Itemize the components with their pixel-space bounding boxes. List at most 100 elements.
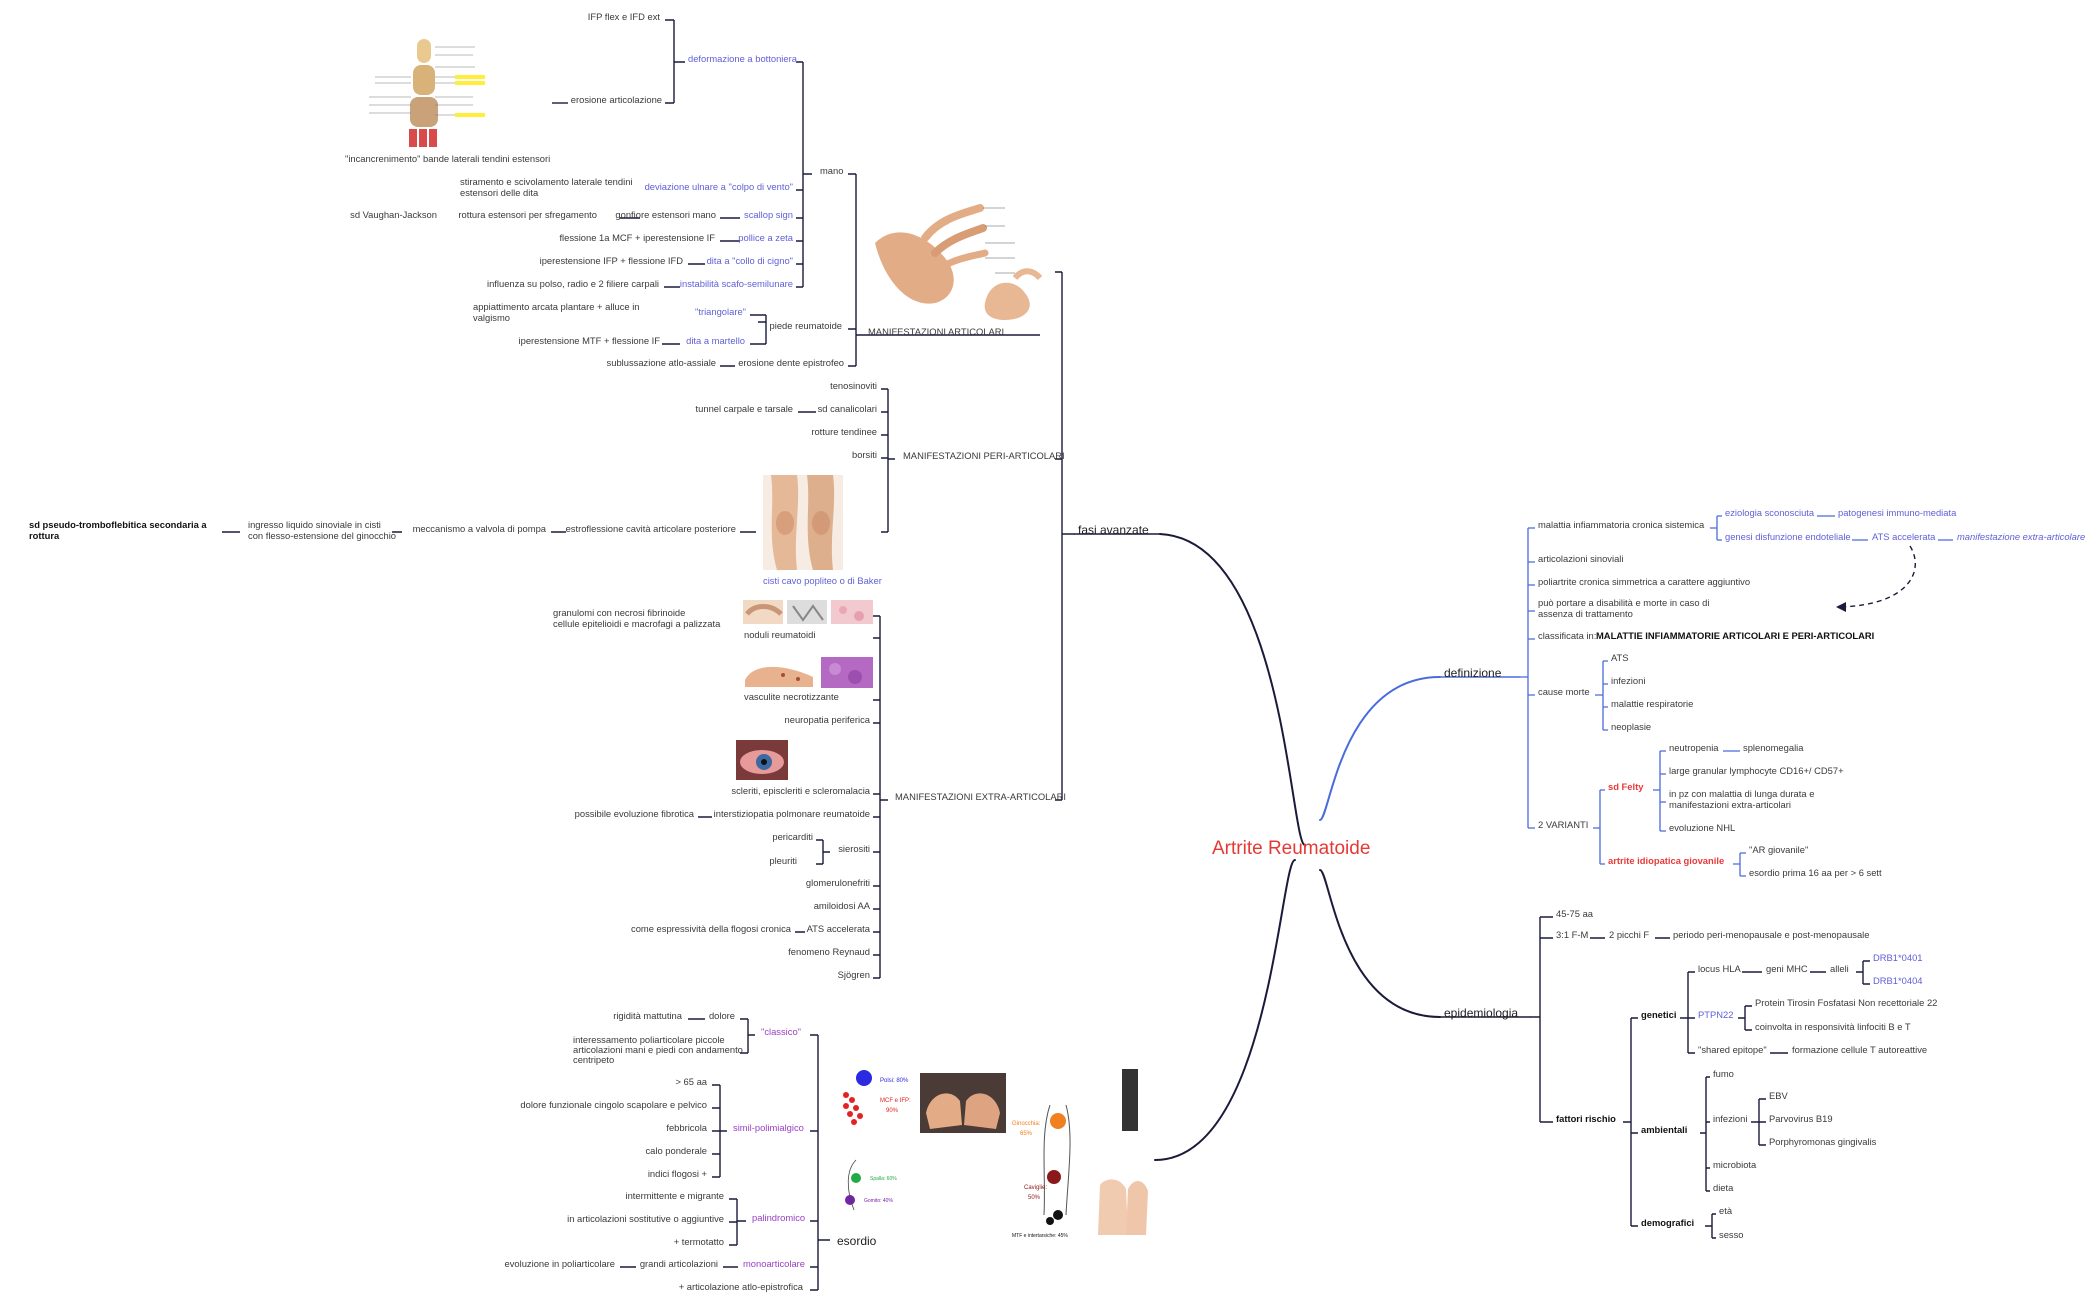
node-rigid[interactable]: rigidità mattutina [613,1010,683,1021]
node-ebv[interactable]: EBV [1769,1090,1789,1101]
node-interm[interactable]: intermittente e migrante [626,1190,724,1201]
node-mano[interactable]: mano [820,165,843,176]
node-eso[interactable]: esordio [837,1234,877,1248]
node-hla[interactable]: locus HLA [1698,963,1741,974]
node-age[interactable]: 45-75 aa [1556,908,1594,919]
node-drb1[interactable]: DRB1*0401 [1873,952,1923,963]
node-reyn[interactable]: fenomeno Reynaud [788,946,870,957]
node-fumo[interactable]: fumo [1713,1068,1734,1079]
node-mecc[interactable]: meccanismo a valvola di pompa [413,523,547,534]
node-sdcan[interactable]: sd canalicolari [818,403,877,414]
node-epi[interactable]: epidemiologia [1444,1006,1518,1020]
node-aig[interactable]: artrite idiopatica giovanile [1608,855,1724,866]
node-manex[interactable]: manifestazione extra-articolare [1957,531,2085,542]
node-dolore[interactable]: dolore [709,1010,735,1021]
node-glom[interactable]: glomerulonefriti [806,877,870,888]
node-appiat2[interactable]: valgismo [473,312,510,323]
node-erosd[interactable]: erosione dente epistrofeo [738,357,844,368]
node-gran1[interactable]: granulomi con necrosi fibrinoide [553,607,685,618]
node-evol[interactable]: possibile evoluzione fibrotica [575,808,695,819]
node-def[interactable]: definizione [1444,666,1502,680]
node-eros[interactable]: erosione articolazione [571,94,662,105]
node-inpz1[interactable]: in pz con malattia di lunga durata e [1669,788,1814,799]
node-fless[interactable]: flessione 1a MCF + iperestensione IF [559,232,715,243]
node-inter3[interactable]: centripeto [573,1054,614,1065]
node-dieta[interactable]: dieta [1713,1182,1734,1193]
node-porph[interactable]: Porphyromonas gingivalis [1769,1136,1877,1147]
node-febb[interactable]: febbricola [666,1122,707,1133]
node-estro[interactable]: estroflessione cavità articolare posteri… [566,523,736,534]
node-subl[interactable]: sublussazione atlo-assiale [607,357,716,368]
node-ipere[interactable]: iperestensione IFP + flessione IFD [540,255,684,266]
node-ingr1[interactable]: ingresso liquido sinoviale in cisti [248,519,381,530]
node-sesso[interactable]: sesso [1719,1229,1744,1240]
node-nhl[interactable]: evoluzione NHL [1669,822,1735,833]
node-calo[interactable]: calo ponderale [645,1145,707,1156]
node-indici[interactable]: indici flogosi + [648,1168,708,1179]
node-peric[interactable]: pericarditi [772,831,813,842]
node-picchi[interactable]: 2 picchi F [1609,929,1649,940]
node-gendis[interactable]: genesi disfunzione endoteliale [1725,531,1851,542]
node-devuln[interactable]: deviazione ulnare a "colpo di vento" [645,181,793,192]
node-fa[interactable]: fasi avanzate [1078,523,1149,537]
node-espr[interactable]: come espressività della flogosi cronica [631,923,792,934]
node-peri[interactable]: periodo peri-menopausale e post-menopaus… [1673,929,1869,940]
node-palin[interactable]: palindromico [752,1212,805,1223]
node-drb2[interactable]: DRB1*0404 [1873,975,1923,986]
node-gran2[interactable]: cellule epitelioidi e macrofagi a palizz… [553,618,721,629]
node-rottt[interactable]: rotture tendinee [811,426,877,437]
node-simil[interactable]: simil-polimialgico [733,1122,804,1133]
node-neutro[interactable]: neutropenia [1669,742,1719,753]
node-mpa[interactable]: MANIFESTAZIONI PERI-ARTICOLARI [903,450,1065,461]
node-eta[interactable]: età [1719,1205,1733,1216]
node-fatt[interactable]: fattori rischio [1556,1113,1616,1124]
node-instab[interactable]: instabilità scafo-semilunare [680,278,793,289]
node-cinf[interactable]: infezioni [1611,675,1645,686]
node-poliart[interactable]: poliartrite cronica simmetrica a caratte… [1538,576,1750,587]
node-scallop[interactable]: scallop sign [744,209,793,220]
node-gonf[interactable]: gonfiore estensori mano [615,209,716,220]
node-demo[interactable]: demografici [1641,1217,1694,1228]
node-micro[interactable]: microbiota [1713,1159,1757,1170]
node-malinf[interactable]: malattia infiammatoria cronica sistemica [1538,519,1705,530]
node-s65[interactable]: > 65 aa [675,1076,707,1087]
node-amil[interactable]: amiloidosi AA [814,900,871,911]
node-dolf[interactable]: dolore funzionale cingolo scapolare e pe… [520,1099,707,1110]
node-cneo[interactable]: neoplasie [1611,721,1651,732]
node-neur[interactable]: neuropatia periferica [785,714,871,725]
node-pseudo1[interactable]: sd pseudo-tromboflebitica secondaria a [29,519,207,530]
node-mhc[interactable]: geni MHC [1766,963,1808,974]
node-var2[interactable]: 2 VARIANTI [1538,819,1588,830]
node-puo1[interactable]: può portare a disabilità e morte in caso… [1538,597,1709,608]
node-shared[interactable]: "shared epitope" [1698,1044,1767,1055]
node-stir1[interactable]: stiramento e scivolamento laterale tendi… [460,176,633,187]
node-parvo[interactable]: Parvovirus B19 [1769,1113,1833,1124]
node-martello[interactable]: dita a martello [686,335,745,346]
node-sjog[interactable]: Sjögren [838,969,870,980]
node-inter1[interactable]: interessamento poliarticolare piccole [573,1034,725,1045]
node-pollice[interactable]: pollice a zeta [738,232,794,243]
node-ma[interactable]: MANIFESTAZIONI ARTICOLARI [868,326,1004,337]
node-noduli[interactable]: noduli reumatoidi [744,629,815,640]
node-atsa[interactable]: ATS accelerata [807,923,871,934]
node-stir2[interactable]: estensori delle dita [460,187,539,198]
node-insost[interactable]: in articolazioni sostitutive o aggiuntiv… [567,1213,724,1224]
central-topic[interactable]: Artrite Reumatoide [1212,838,1370,859]
node-ingr2[interactable]: con flesso-estensione del ginocchio [248,530,396,541]
node-evolp[interactable]: evoluzione in poliarticolare [505,1258,615,1269]
node-ezio[interactable]: eziologia sconosciuta [1725,507,1815,518]
node-piede[interactable]: piede reumatoide [770,320,842,331]
node-cause[interactable]: cause morte [1538,686,1590,697]
node-incanc[interactable]: "incancrenimento" bande laterali tendini… [345,153,550,164]
node-mea[interactable]: MANIFESTAZIONI EXTRA-ARTICOLARI [895,791,1066,802]
node-cisti[interactable]: cisti cavo popliteo o di Baker [763,575,882,586]
node-grandi[interactable]: grandi articolazioni [640,1258,718,1269]
node-bors[interactable]: borsiti [852,449,877,460]
node-rott[interactable]: rottura estensori per sfregamento [458,209,597,220]
node-ptp1[interactable]: Protein Tirosin Fosfatasi Non recettoria… [1755,997,1937,1008]
node-tunnel[interactable]: tunnel carpale e tarsale [696,403,793,414]
node-vasc[interactable]: vasculite necrotizzante [744,691,839,702]
node-infez[interactable]: infezioni [1713,1113,1747,1124]
node-inters[interactable]: interstiziopatia polmonare reumatoide [714,808,870,819]
node-inter2[interactable]: articolazioni mani e piedi con andamento [573,1044,743,1055]
